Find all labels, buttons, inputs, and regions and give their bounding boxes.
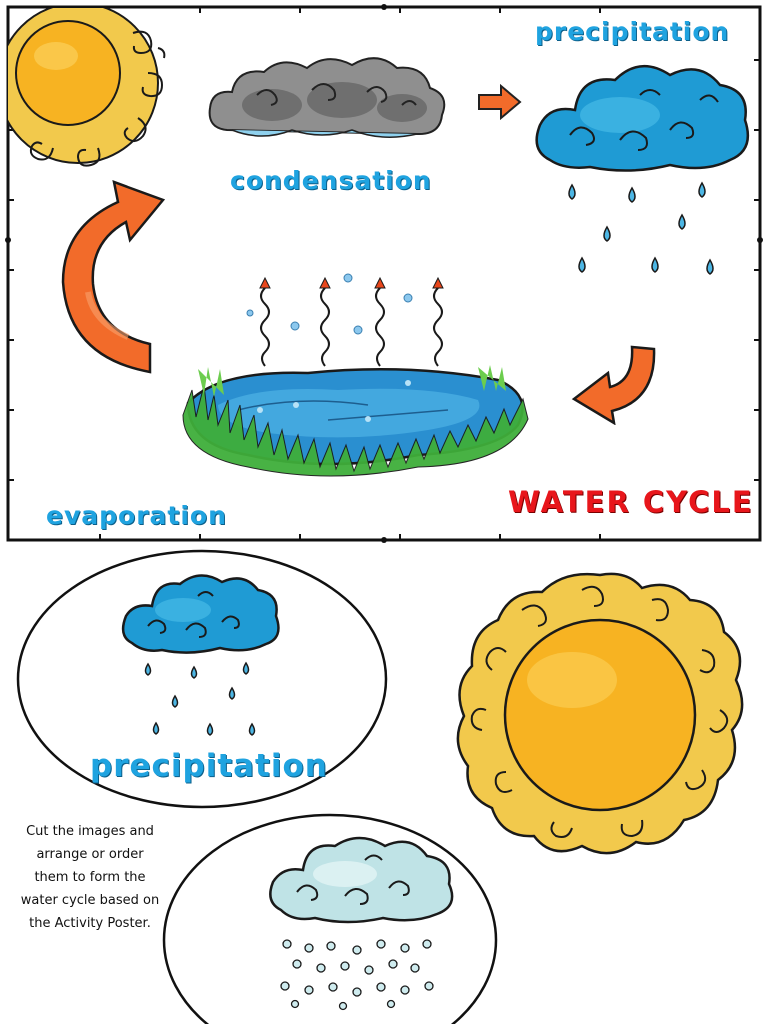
rain-cloud-icon xyxy=(118,568,283,748)
instructions-text: Cut the images and arrange or order them… xyxy=(6,820,174,935)
rain-cloud-icon xyxy=(530,55,755,285)
storm-cloud-icon xyxy=(202,50,452,145)
arrow-icon xyxy=(48,172,168,377)
evaporation-label: evaporation xyxy=(46,501,227,530)
snow-cloud-icon xyxy=(265,832,460,1012)
instruction-line: the Activity Poster. xyxy=(29,916,151,931)
instruction-line: water cycle based on xyxy=(20,893,160,908)
precipitation-label: precipitation xyxy=(535,17,730,46)
pond-icon xyxy=(178,355,533,485)
arrow-icon xyxy=(477,84,522,120)
instruction-line: arrange or order xyxy=(36,847,144,862)
poster-frame xyxy=(5,4,763,543)
poster-title: WATER CYCLE xyxy=(508,485,754,519)
precipitation-cutout[interactable] xyxy=(14,548,390,810)
sun-icon[interactable] xyxy=(452,570,748,860)
sun-icon xyxy=(8,8,173,168)
poster-border xyxy=(5,4,763,543)
instruction-line: them to form the xyxy=(34,870,146,885)
evaporation-vapor-icon xyxy=(240,268,460,373)
precipitation-cutout-label: precipitation xyxy=(90,748,328,784)
instruction-line: Cut the images and xyxy=(26,824,154,839)
condensation-label: condensation xyxy=(230,166,432,195)
arrow-icon xyxy=(570,345,658,425)
